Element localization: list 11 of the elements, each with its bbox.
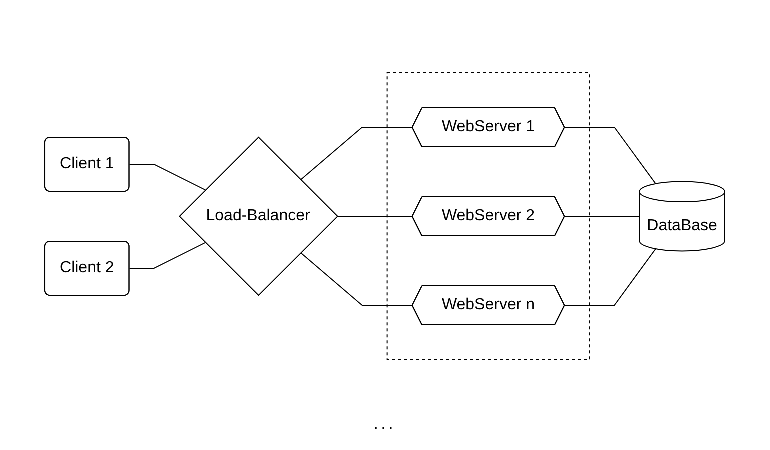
connector <box>300 252 414 306</box>
connector <box>564 248 656 306</box>
ellipsis-label: ... <box>374 416 396 433</box>
connector <box>336 216 414 217</box>
connector <box>129 242 206 269</box>
connector <box>564 126 656 184</box>
cluster <box>386 72 590 360</box>
connector <box>564 216 640 217</box>
connector <box>300 126 414 180</box>
connector <box>129 164 206 190</box>
node-diamond: Load-Balancer <box>179 136 339 296</box>
